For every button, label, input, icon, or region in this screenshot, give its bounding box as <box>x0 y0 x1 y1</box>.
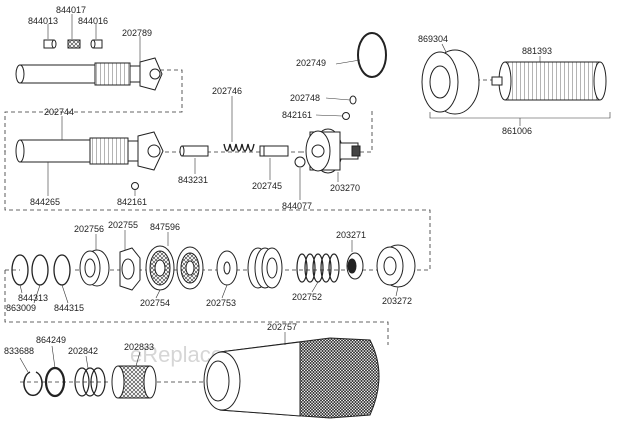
ring-863009 <box>31 254 49 286</box>
label-863009: 863009 <box>6 303 36 313</box>
label-202842: 202842 <box>68 346 98 356</box>
bushing-203271 <box>346 252 364 280</box>
label-844313: 844313 <box>18 293 48 303</box>
valve-stem-assembly-202744 <box>15 131 164 171</box>
label-202748: 202748 <box>290 93 320 103</box>
label-202757: 202757 <box>267 322 297 332</box>
label-202746: 202746 <box>212 86 242 96</box>
label-847596: 847596 <box>150 222 180 232</box>
label-844265: 844265 <box>30 197 60 207</box>
label-202744: 202744 <box>44 107 74 117</box>
cap-202756 <box>79 249 110 287</box>
outer-housing-202757 <box>203 337 380 419</box>
washer-202753 <box>216 250 238 286</box>
label-864249: 864249 <box>36 335 66 345</box>
label-844315: 844315 <box>54 303 84 313</box>
ring-844315 <box>53 254 71 286</box>
spring-202752 <box>296 253 340 283</box>
label-203272: 203272 <box>382 296 412 306</box>
spring-202746 <box>223 143 255 152</box>
leader-lines <box>19 14 541 373</box>
label-202749: 202749 <box>296 58 326 68</box>
ball-842161-lower <box>131 182 139 190</box>
label-202756: 202756 <box>74 224 104 234</box>
small-parts-844013-844017-844016 <box>43 39 103 49</box>
label-203270: 203270 <box>330 183 360 193</box>
bearing-202754 <box>145 245 175 291</box>
valve-stem-assembly-202789 <box>15 57 163 91</box>
gasket-202749 <box>357 32 387 78</box>
nut-202755 <box>119 247 141 291</box>
pin-843231 <box>179 145 209 157</box>
label-202833: 202833 <box>124 342 154 352</box>
part-labels: 844017 844013 844016 202789 202744 84426… <box>4 5 552 356</box>
label-202745: 202745 <box>252 181 282 191</box>
label-844016: 844016 <box>78 16 108 26</box>
cap-203272 <box>376 244 416 288</box>
label-844077: 844077 <box>282 201 312 211</box>
rings-202842 <box>74 367 106 397</box>
label-203271: 203271 <box>336 230 366 240</box>
label-842161-upper: 842161 <box>282 110 312 120</box>
assembly-path-1 <box>4 69 431 271</box>
label-202753: 202753 <box>206 298 236 308</box>
housing-203270 <box>305 128 361 174</box>
snap-ring-833688 <box>23 371 43 397</box>
assembly-path-4 <box>360 110 373 153</box>
label-202752: 202752 <box>292 292 322 302</box>
plunger-202745 <box>259 145 289 157</box>
bearing-847596 <box>176 246 204 290</box>
label-843231: 843231 <box>178 175 208 185</box>
label-833688: 833688 <box>4 346 34 356</box>
label-202789: 202789 <box>122 28 152 38</box>
label-861006: 861006 <box>502 126 532 136</box>
label-842161-lower: 842161 <box>117 197 147 207</box>
ball-842161-upper <box>342 112 350 120</box>
sleeve-202833 <box>111 365 157 399</box>
label-202755: 202755 <box>108 220 138 230</box>
ring-stack <box>247 247 283 289</box>
ball-844077 <box>294 156 306 168</box>
handle-881393 <box>491 61 607 101</box>
label-844013: 844013 <box>28 16 58 26</box>
label-202754: 202754 <box>140 298 170 308</box>
label-881393: 881393 <box>522 46 552 56</box>
oring-202748 <box>349 95 357 105</box>
nut-869304 <box>421 49 480 115</box>
label-844017: 844017 <box>56 5 86 15</box>
label-869304: 869304 <box>418 34 448 44</box>
